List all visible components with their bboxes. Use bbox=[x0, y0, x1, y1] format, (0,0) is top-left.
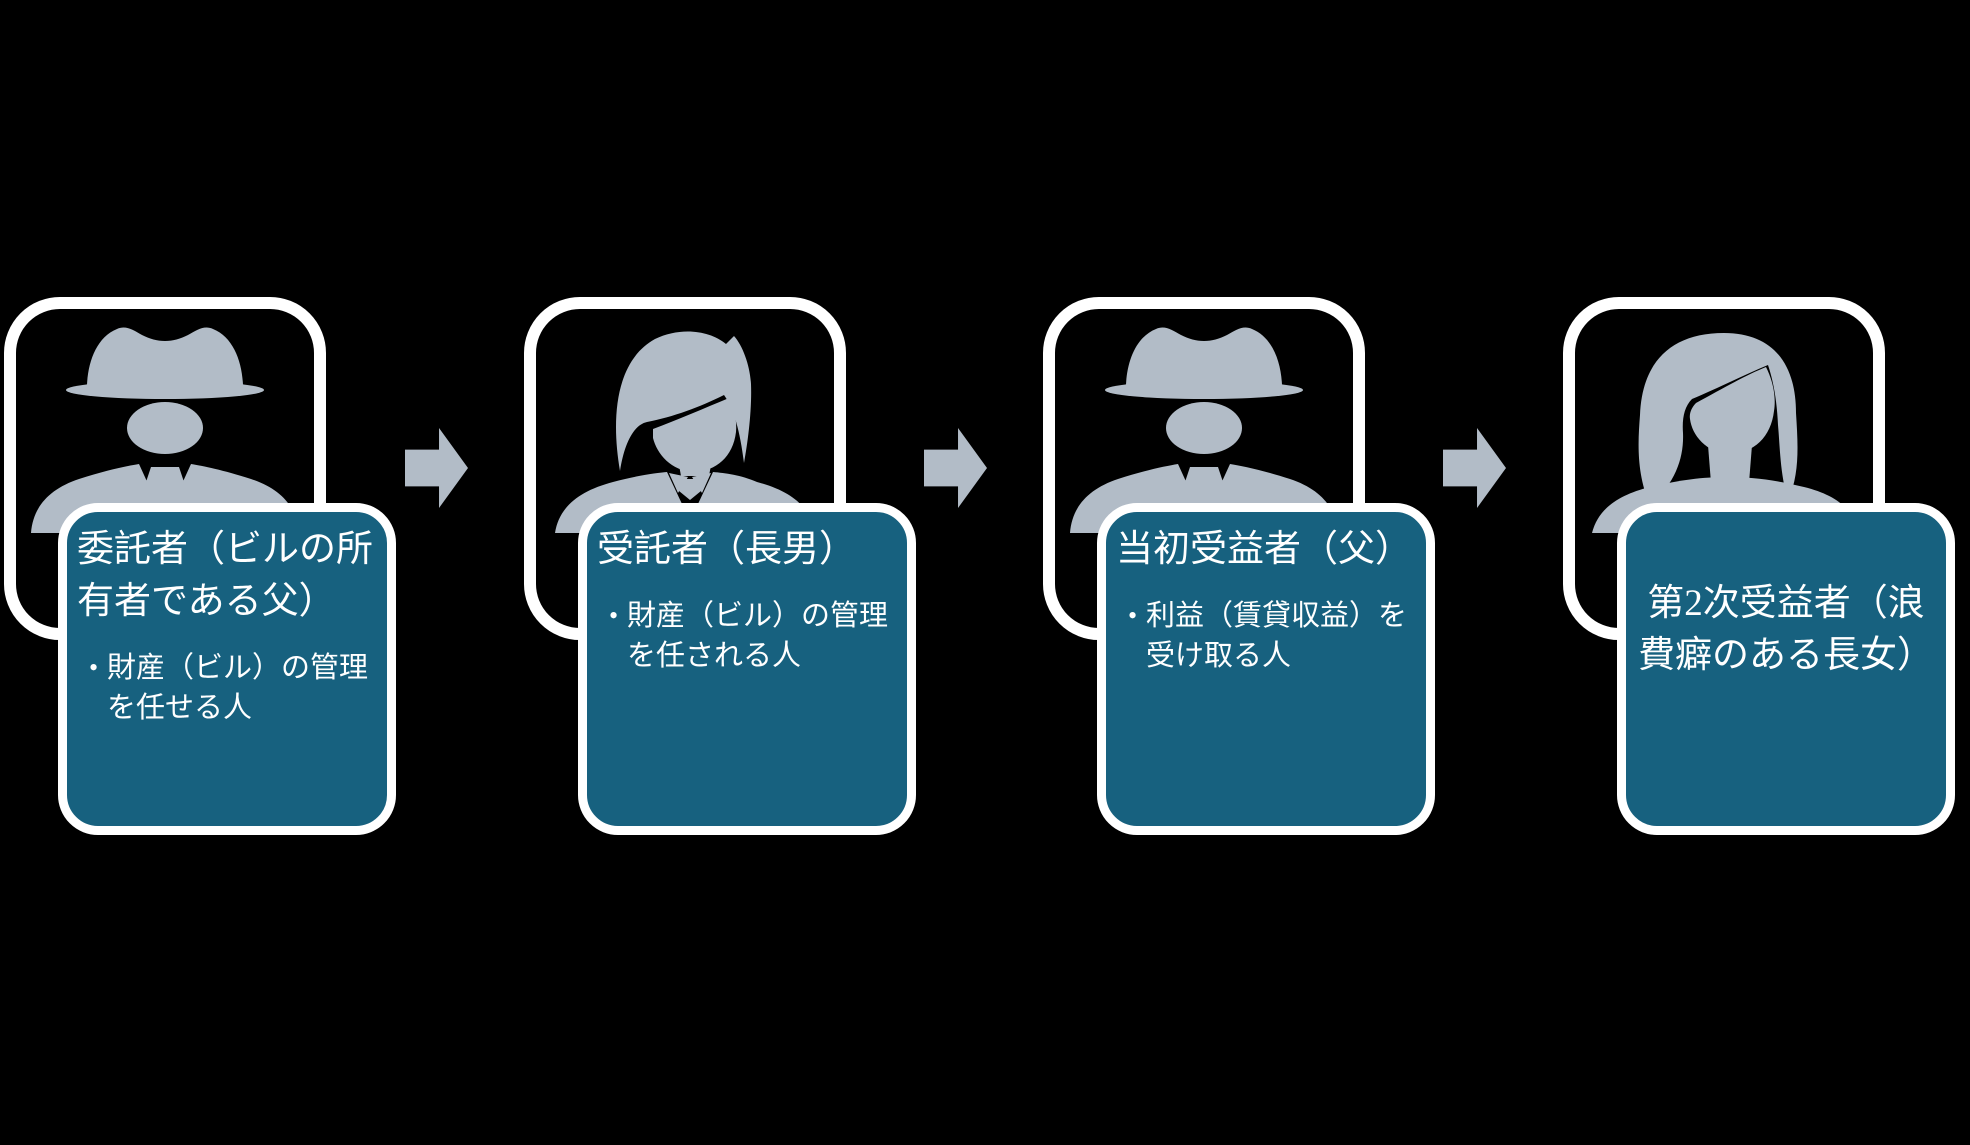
right-arrow-icon bbox=[1443, 428, 1506, 508]
role-title: 委託者（ビルの所有者である父） bbox=[77, 529, 373, 622]
detective-icon bbox=[1070, 327, 1338, 533]
role-card: 当初受益者（父） 利益（賃貸収益）を受け取る人 bbox=[1097, 503, 1435, 835]
flow-step-settlor: 委託者（ビルの所有者である父） 財産（ビル）の管理を任せる人 bbox=[4, 297, 404, 842]
role-card: 受託者（長男） 財産（ビル）の管理を任される人 bbox=[578, 503, 916, 835]
right-arrow-icon bbox=[405, 428, 468, 508]
bullet-text: 財産（ビル）の管理を任せる人 bbox=[107, 652, 369, 724]
role-card: 第2次受益者（浪費癖のある長女） bbox=[1617, 503, 1955, 835]
flow-step-initial-beneficiary: 当初受益者（父） 利益（賃貸収益）を受け取る人 bbox=[1043, 297, 1443, 842]
role-title: 第2次受益者（浪費癖のある長女） bbox=[1638, 583, 1934, 676]
role-card: 委託者（ビルの所有者である父） 財産（ビル）の管理を任せる人 bbox=[58, 503, 396, 835]
role-description: 利益（賃貸収益）を受け取る人 bbox=[1116, 596, 1416, 676]
bullet-text: 利益（賃貸収益）を受け取る人 bbox=[1146, 600, 1408, 672]
role-title: 受託者（長男） bbox=[597, 529, 856, 570]
detective-icon bbox=[31, 327, 299, 533]
flow-step-secondary-beneficiary: 第2次受益者（浪費癖のある長女） bbox=[1563, 297, 1963, 842]
flow-step-trustee: 受託者（長男） 財産（ビル）の管理を任される人 bbox=[524, 297, 924, 842]
right-arrow-icon bbox=[924, 428, 987, 508]
woman-icon bbox=[1592, 333, 1858, 533]
bullet-text: 財産（ビル）の管理を任される人 bbox=[627, 600, 889, 672]
role-description: 財産（ビル）の管理を任せる人 bbox=[77, 648, 377, 728]
role-title: 当初受益者（父） bbox=[1116, 529, 1412, 570]
man-icon bbox=[555, 331, 815, 533]
role-description: 財産（ビル）の管理を任される人 bbox=[597, 596, 897, 676]
